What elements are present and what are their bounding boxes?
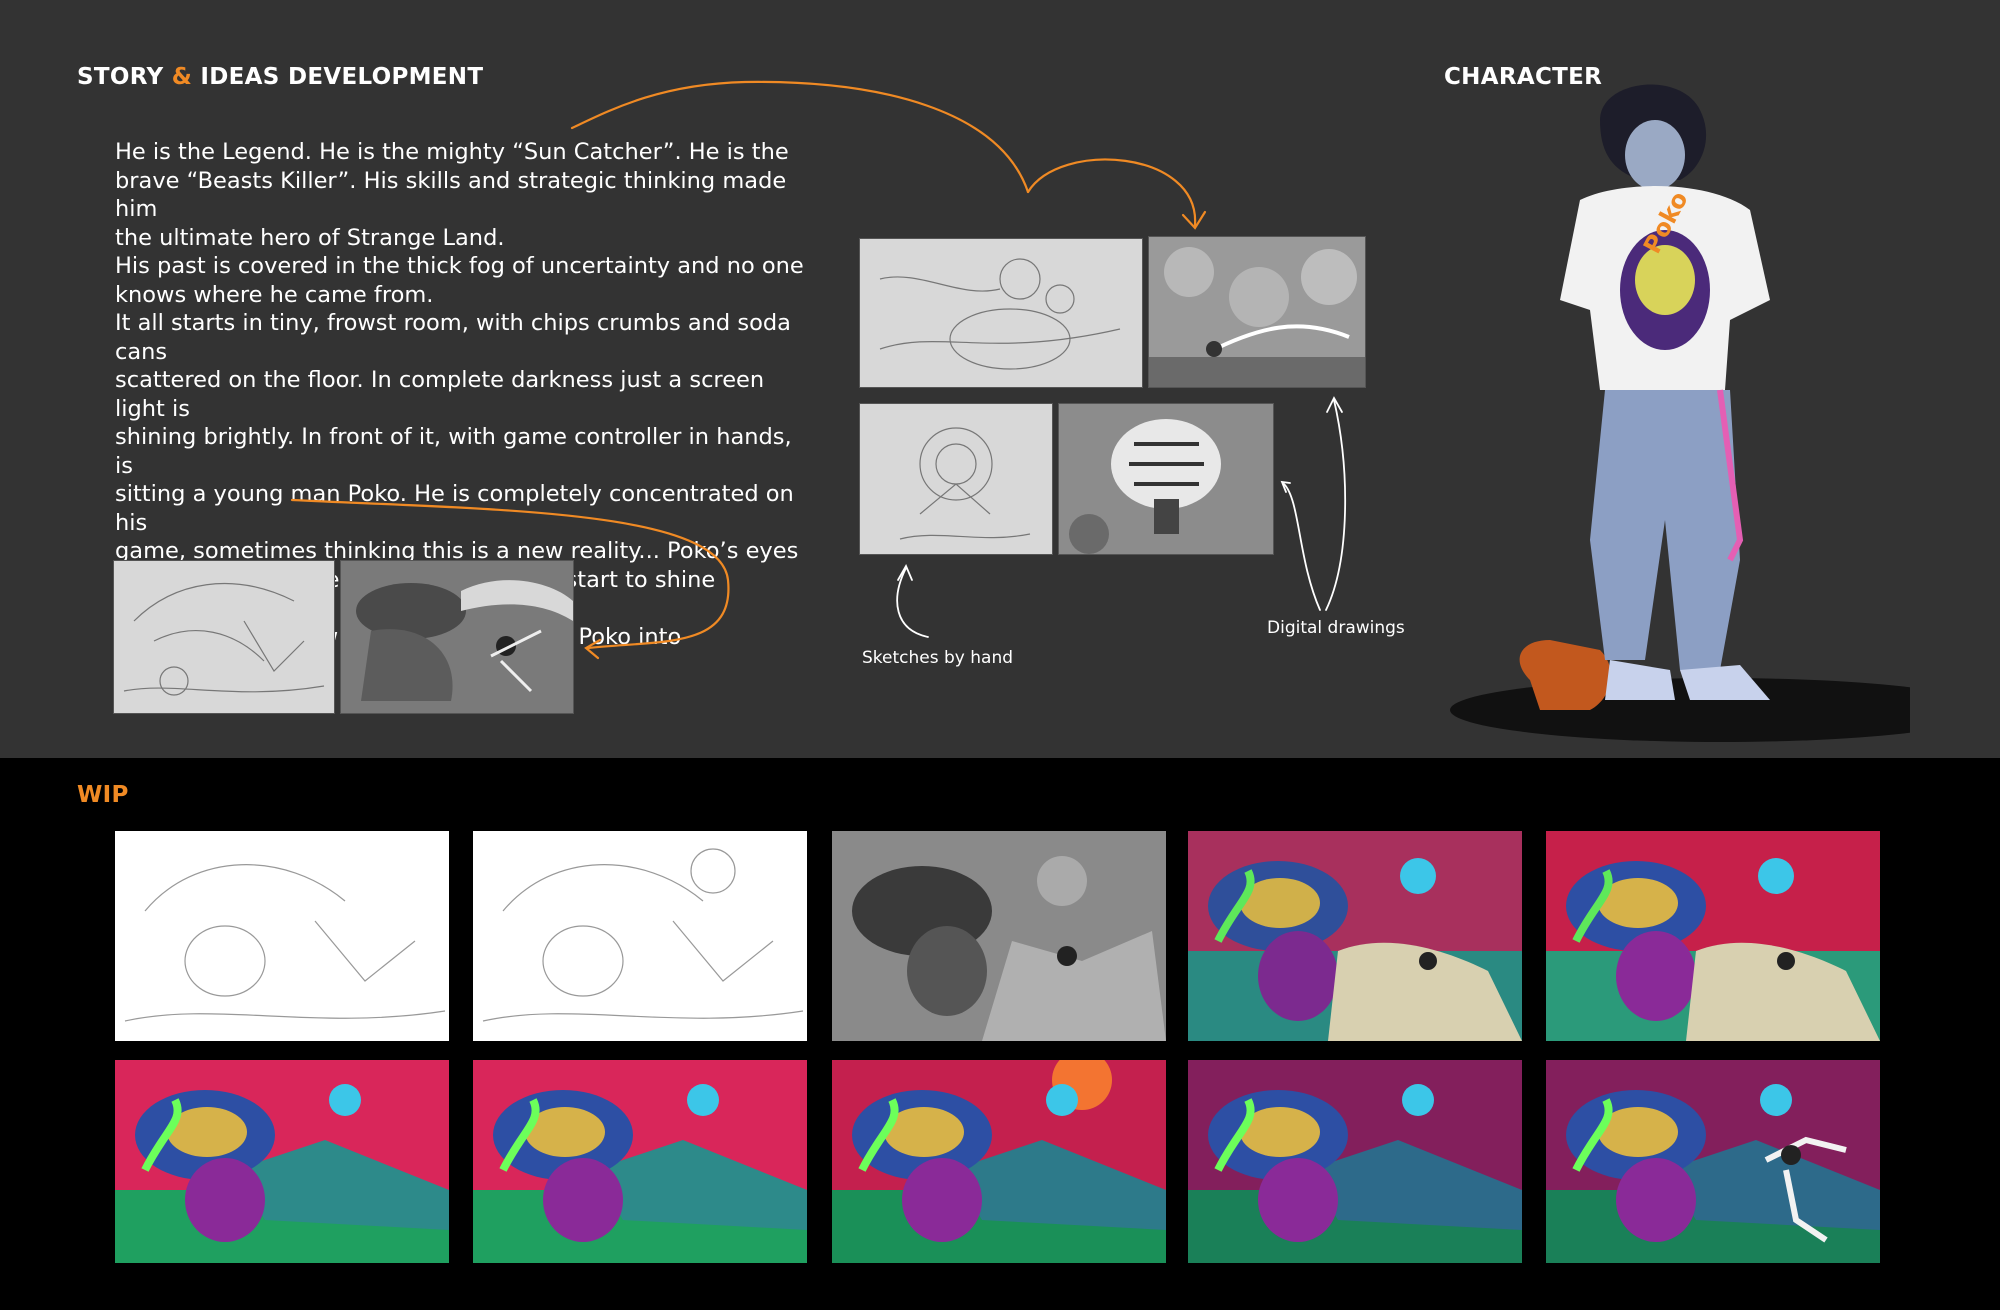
digital-thumbnail-2 [1148,236,1366,388]
story-heading-amp: & [171,64,193,90]
story-heading-suffix: IDEAS DEVELOPMENT [200,64,484,90]
wip-frame-1 [115,831,449,1041]
caption-sketches: Sketches by hand [862,648,1014,668]
sketch-thumbnail-2 [859,238,1143,388]
wip-frame-7 [473,1060,807,1263]
wip-frame-5 [1546,831,1880,1041]
sketch-thumbnail-3 [859,403,1053,555]
character-illustration [1450,84,1910,742]
caption-digital: Digital drawings [1267,618,1405,638]
sketch-thumbnail-1 [113,560,335,714]
wip-frame-2 [473,831,807,1041]
wip-frame-9 [1188,1060,1522,1263]
digital-thumbnail-3 [1058,403,1274,555]
wip-frame-10 [1546,1060,1880,1263]
wip-frame-4 [1188,831,1522,1041]
wip-frame-8 [832,1060,1166,1263]
wip-frame-6 [115,1060,449,1263]
story-heading-prefix: STORY [77,64,164,90]
story-heading: STORY & IDEAS DEVELOPMENT [77,64,483,90]
game-controller-icon [1519,640,1611,710]
wip-heading: WIP [77,782,129,808]
wip-frame-3 [832,831,1166,1041]
character-heading: CHARACTER [1444,64,1603,90]
digital-thumbnail-1 [340,560,574,714]
